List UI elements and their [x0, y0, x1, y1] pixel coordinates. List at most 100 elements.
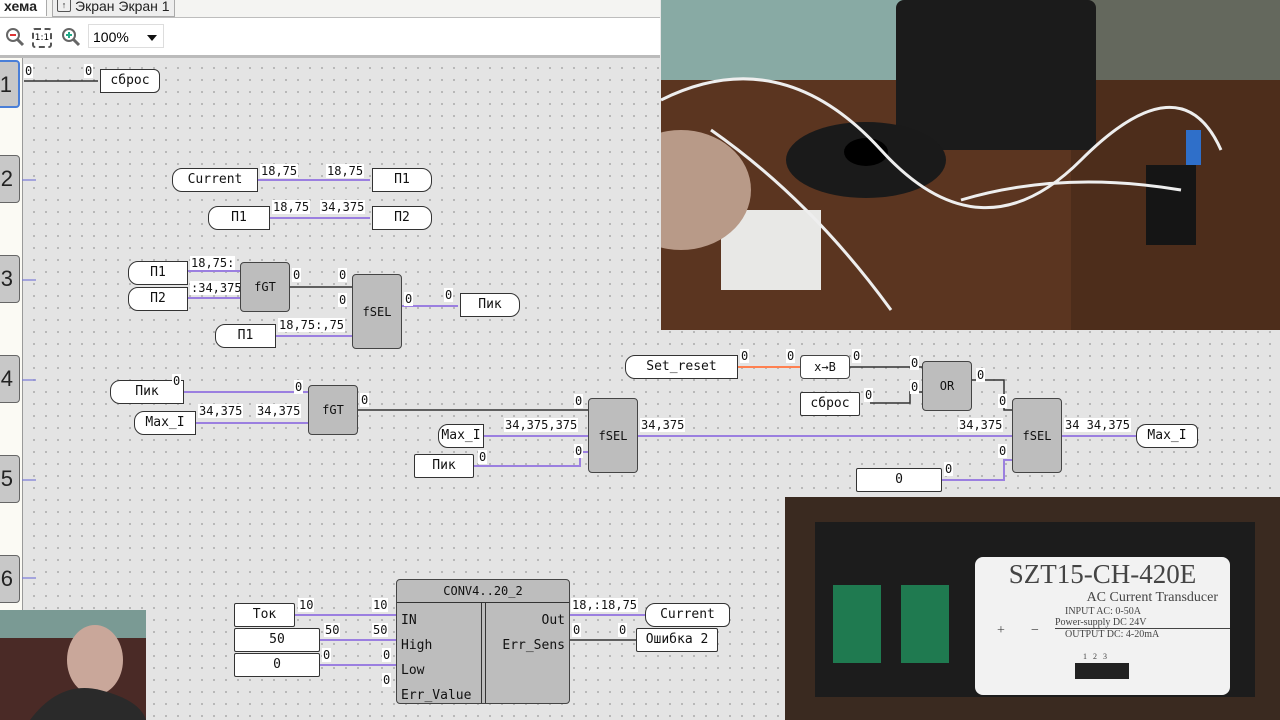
wire-value: 0: [976, 368, 986, 382]
wire-value: 34,375,375: [504, 418, 579, 432]
rung-2[interactable]: 2: [0, 155, 20, 203]
output-tag-error-2[interactable]: Ошибка 2: [636, 628, 718, 652]
wire-value: 0: [574, 394, 584, 408]
pin-out: Out: [541, 613, 565, 628]
wire-value: 0: [786, 349, 796, 363]
output-tag-max-i[interactable]: Max_I: [1136, 424, 1198, 448]
output-tag-pik[interactable]: Пик: [460, 293, 520, 317]
presenter-photo: [0, 610, 146, 720]
wire-value: 0: [292, 268, 302, 282]
webcam-overlay-presenter: [0, 610, 146, 720]
conv-4-20-block[interactable]: CONV4..20_2 IN High Low Err_Value Out Er…: [396, 579, 570, 704]
zoom-level-select[interactable]: 100%: [88, 24, 164, 48]
pin-err-sens: Err_Sens: [502, 638, 565, 653]
wire-value: 0: [322, 648, 332, 662]
zoom-out-icon[interactable]: [4, 26, 26, 48]
wire-value: 18,75: [326, 164, 365, 178]
wire-value: 50: [324, 623, 341, 637]
wire-value: 34,375: [958, 418, 1004, 432]
terminal-block: [833, 585, 881, 663]
wire-value: 18,75:: [190, 256, 236, 270]
to-bool-block[interactable]: x→B: [800, 355, 850, 379]
input-tag-tok[interactable]: Ток: [234, 603, 295, 627]
wire-value: 0: [574, 444, 584, 458]
screen-icon: ↑: [57, 0, 71, 12]
or-block[interactable]: OR: [922, 361, 972, 411]
wire-value: 18,75:,75: [278, 318, 346, 332]
wire-value: 34,375: [256, 404, 302, 418]
wire-value: 50: [372, 623, 389, 637]
fsel-block[interactable]: fSEL: [588, 398, 638, 473]
input-tag-sbros[interactable]: сброс: [800, 392, 860, 416]
const-fsel2-wire: [942, 459, 1012, 481]
zoom-level-value: 100%: [93, 29, 129, 45]
wire-value: 0: [944, 462, 954, 476]
input-tag-pik[interactable]: Пик: [110, 380, 184, 404]
wire-value: 0: [864, 388, 874, 402]
input-spec: INPUT AC: 0-50A: [1065, 606, 1141, 617]
tab-scheme[interactable]: хема: [0, 0, 47, 16]
input-tag-p1[interactable]: П1: [128, 261, 188, 285]
constant-zero[interactable]: 0: [856, 468, 942, 492]
conv-input-pins: IN High Low Err_Value: [401, 608, 471, 708]
tab-bar: хема ↑ Экран Экран 1: [0, 0, 660, 18]
zoom-in-icon[interactable]: [60, 26, 82, 48]
rung-5[interactable]: 5: [0, 455, 20, 503]
wire-value: 0: [910, 380, 920, 394]
autotransformer: [896, 0, 1096, 150]
pin-low: Low: [401, 663, 425, 678]
wire-value: 0: [572, 623, 582, 637]
rung-3[interactable]: 3: [0, 255, 20, 303]
rung-4[interactable]: 4: [0, 355, 20, 403]
wire-value: 0: [740, 349, 750, 363]
input-tag-pik[interactable]: Пик: [414, 454, 474, 478]
wire-value: :34,375: [190, 281, 243, 295]
video-overlay-bench-setup: [661, 0, 1280, 330]
model-subtitle: AC Current Transducer: [1086, 590, 1218, 605]
power-spec: Power-supply DC 24V: [1055, 617, 1230, 629]
wire-value: 18,:18,75: [571, 598, 639, 612]
input-tag-set-reset[interactable]: Set_reset: [625, 355, 738, 379]
wire-value: 0: [84, 64, 94, 78]
video-overlay-transducer: SZT15-CH-420E AC Current Transducer INPU…: [785, 497, 1280, 720]
wire-value: 0: [404, 292, 414, 306]
input-tag-p1[interactable]: П1: [215, 324, 276, 348]
constant-0[interactable]: 0: [234, 653, 320, 677]
input-tag-current[interactable]: Current: [172, 168, 258, 192]
tab-screen-1[interactable]: ↑ Экран Экран 1: [52, 0, 175, 17]
wire-value: 0: [24, 64, 34, 78]
wire-value: 0: [998, 444, 1008, 458]
actual-size-icon: 1:1: [34, 33, 50, 43]
wire-value: 0: [360, 393, 370, 407]
fsel-block[interactable]: fSEL: [1012, 398, 1062, 473]
fgt-block[interactable]: fGT: [308, 385, 358, 435]
output-tag-sbros[interactable]: сброс: [100, 69, 160, 93]
dip-3: 3: [1103, 652, 1107, 661]
fsel-block[interactable]: fSEL: [352, 274, 402, 349]
output-tag-p1[interactable]: П1: [372, 168, 432, 192]
constant-50[interactable]: 50: [234, 628, 320, 652]
input-tag-p1[interactable]: П1: [208, 206, 270, 230]
current-transducer: [1146, 165, 1196, 245]
output-tag-current[interactable]: Current: [645, 603, 730, 627]
wire-value: 0: [478, 450, 488, 464]
rung-1[interactable]: 1: [0, 60, 20, 108]
tab-screen-1-label: Экран Экран 1: [75, 0, 170, 14]
dip-switch: [1075, 663, 1129, 679]
input-tag-max-i[interactable]: Max_I: [438, 424, 484, 448]
input-tag-max-i[interactable]: Max_I: [134, 411, 196, 435]
rung-gutter: 1 2 3 4 5 6: [0, 58, 23, 720]
wire-value: 0: [294, 380, 304, 394]
wire-value: 34,375: [198, 404, 244, 418]
input-tag-p2[interactable]: П2: [128, 287, 188, 311]
wire-value: 10: [298, 598, 315, 612]
pin-in: IN: [401, 613, 417, 628]
wire-value: 0: [998, 394, 1008, 408]
rung-6[interactable]: 6: [0, 555, 20, 603]
wire-value: 34,375: [640, 418, 686, 432]
chevron-down-icon: [147, 35, 157, 41]
fgt-block[interactable]: fGT: [240, 262, 290, 312]
actual-size-button[interactable]: 1:1: [32, 28, 52, 48]
output-tag-p2[interactable]: П2: [372, 206, 432, 230]
